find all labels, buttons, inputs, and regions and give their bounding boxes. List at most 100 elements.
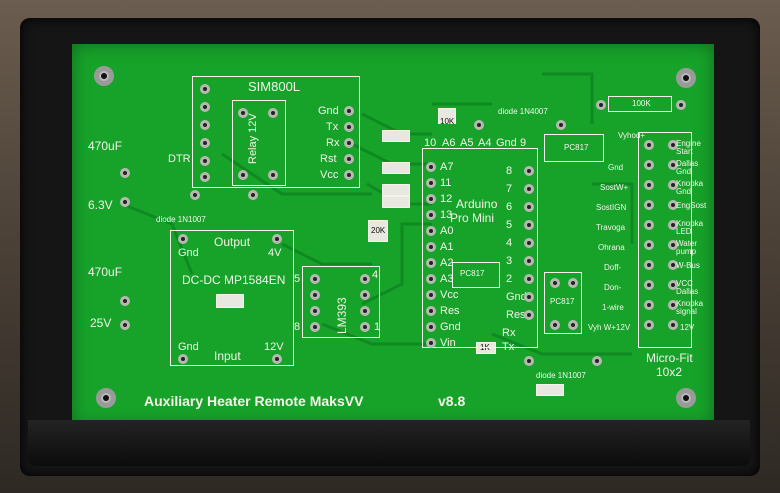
connector-label: 12V: [680, 323, 695, 332]
sim-header-pin: [344, 154, 354, 164]
arduino-right-pin: Rx: [502, 327, 516, 339]
arduino-pin: [426, 194, 436, 204]
arduino-right-pin: 2: [506, 273, 513, 285]
lm393-pin: [310, 290, 320, 300]
pc817-b-outline: [544, 134, 604, 162]
diode1-pin: [190, 190, 200, 200]
connector-pin: [644, 200, 654, 210]
connector-pin: [668, 280, 678, 290]
arduino-right-pin: 4: [506, 237, 513, 249]
microfit-outline: [638, 132, 692, 348]
arduino-right-pin: 7: [506, 183, 513, 195]
sim-header-pin: [344, 122, 354, 132]
r100k-outline: [608, 96, 672, 112]
cap2-voltage: 25V: [90, 316, 112, 330]
connector-pin: [644, 220, 654, 230]
connector-pin: [644, 320, 654, 330]
arduino-left-pin: Vcc: [440, 289, 459, 301]
sim-pin-label: Rx: [326, 137, 340, 149]
arduino-left-pin: 11: [440, 177, 452, 189]
arduino-right-pin: Res: [506, 309, 526, 321]
arduino-left-pin: A1: [440, 241, 454, 253]
dcdc-gnd-bot: Gnd: [178, 341, 199, 353]
connector-pin: [668, 220, 678, 230]
arduino-pin: [524, 238, 534, 248]
pc817-label: PC817: [460, 269, 485, 278]
r1k-smd: [476, 342, 496, 354]
lm393-pin8: 8: [294, 321, 301, 333]
lm393-pin: [360, 322, 370, 332]
arduino-pin: [524, 292, 534, 302]
dcdc-smd: [216, 294, 244, 308]
r10k-smd: [438, 108, 456, 124]
copper-traces: [121, 72, 634, 356]
arduino-pin: [524, 256, 534, 266]
enclosure-front-lip: [28, 420, 750, 466]
pc817-c-outline: [544, 272, 582, 334]
arduino-pin: [426, 178, 436, 188]
connector-label: Engine Start: [676, 139, 701, 156]
arduino-pin: [426, 226, 436, 236]
arduino-pin: [524, 220, 534, 230]
arduino-pin: [524, 274, 534, 284]
lm393-pin4: 4: [372, 269, 379, 281]
dcdc-out-v: 4V: [268, 247, 282, 259]
relay-label: Relay 12V: [247, 113, 259, 164]
connector-pin: [668, 180, 678, 190]
connector-label: EngSost: [676, 201, 707, 210]
connector-pin: [644, 240, 654, 250]
relay-outline: [232, 100, 286, 186]
pc817-pin: [568, 278, 578, 288]
arduino-top-pin: A5: [460, 137, 474, 149]
sim-pin: [200, 120, 210, 130]
microfit-label-1: Micro-Fit: [646, 351, 693, 365]
arduino-pin: [426, 162, 436, 172]
sim-pin: [200, 102, 210, 112]
arduino-label-2: Pro Mini: [450, 211, 495, 225]
relay-pin: [238, 170, 248, 180]
connector-label: Gnd: [608, 163, 624, 172]
connector-label: Knopka Gnd: [676, 179, 704, 196]
sim800l-outline: [192, 76, 360, 188]
connector-pin: [644, 140, 654, 150]
arduino-pin: [426, 290, 436, 300]
diode3-label: diode 1N1007: [536, 371, 586, 380]
r100k-label: 100K: [632, 99, 651, 108]
cap1-voltage: 6.3V: [88, 198, 113, 212]
vyhod-label: Vyhod+: [618, 131, 646, 140]
dcdc-pin: [178, 234, 188, 244]
arduino-left-pin: Res: [440, 305, 460, 317]
connector-label: Knopka LED: [676, 219, 704, 236]
pcb-board: 470uF 6.3V 470uF 25V SIM800L DTR Relay 1…: [72, 44, 714, 426]
arduino-label-1: Arduino: [456, 197, 498, 211]
arduino-top-pin: A6: [442, 137, 456, 149]
smd-resistor: [382, 184, 410, 196]
dcdc-output: Output: [214, 235, 251, 249]
connector-label: Knopka signal: [676, 299, 704, 316]
connector-pin: [644, 180, 654, 190]
mounting-hole-bottom-right: [676, 388, 696, 408]
pc817-outline: [452, 262, 500, 288]
lm393-pin: [310, 306, 320, 316]
relay-pin: [238, 108, 248, 118]
arduino-pin: [426, 306, 436, 316]
relay-pin: [268, 108, 278, 118]
arduino-pin: [426, 242, 436, 252]
connector-pin: [644, 260, 654, 270]
arduino-pin: [524, 184, 534, 194]
r100k-pin: [596, 100, 606, 110]
sim-header-pin: [344, 170, 354, 180]
arduino-top-pin: 9: [520, 137, 527, 149]
arduino-left-pin: A3: [440, 273, 454, 285]
lm393-pin: [360, 290, 370, 300]
r100k-pin: [676, 100, 686, 110]
dcdc-pin: [272, 234, 282, 244]
connector-label: W-Bus: [676, 261, 700, 270]
arduino-left-pin: 13: [440, 209, 453, 221]
connector-label: Don-: [604, 283, 622, 292]
cap1-pin: [120, 168, 130, 178]
lm393-pin: [310, 322, 320, 332]
microfit-label-2: 10x2: [656, 365, 683, 379]
cap2-pin: [120, 296, 130, 306]
arduino-top-pin: Gnd: [496, 137, 517, 149]
